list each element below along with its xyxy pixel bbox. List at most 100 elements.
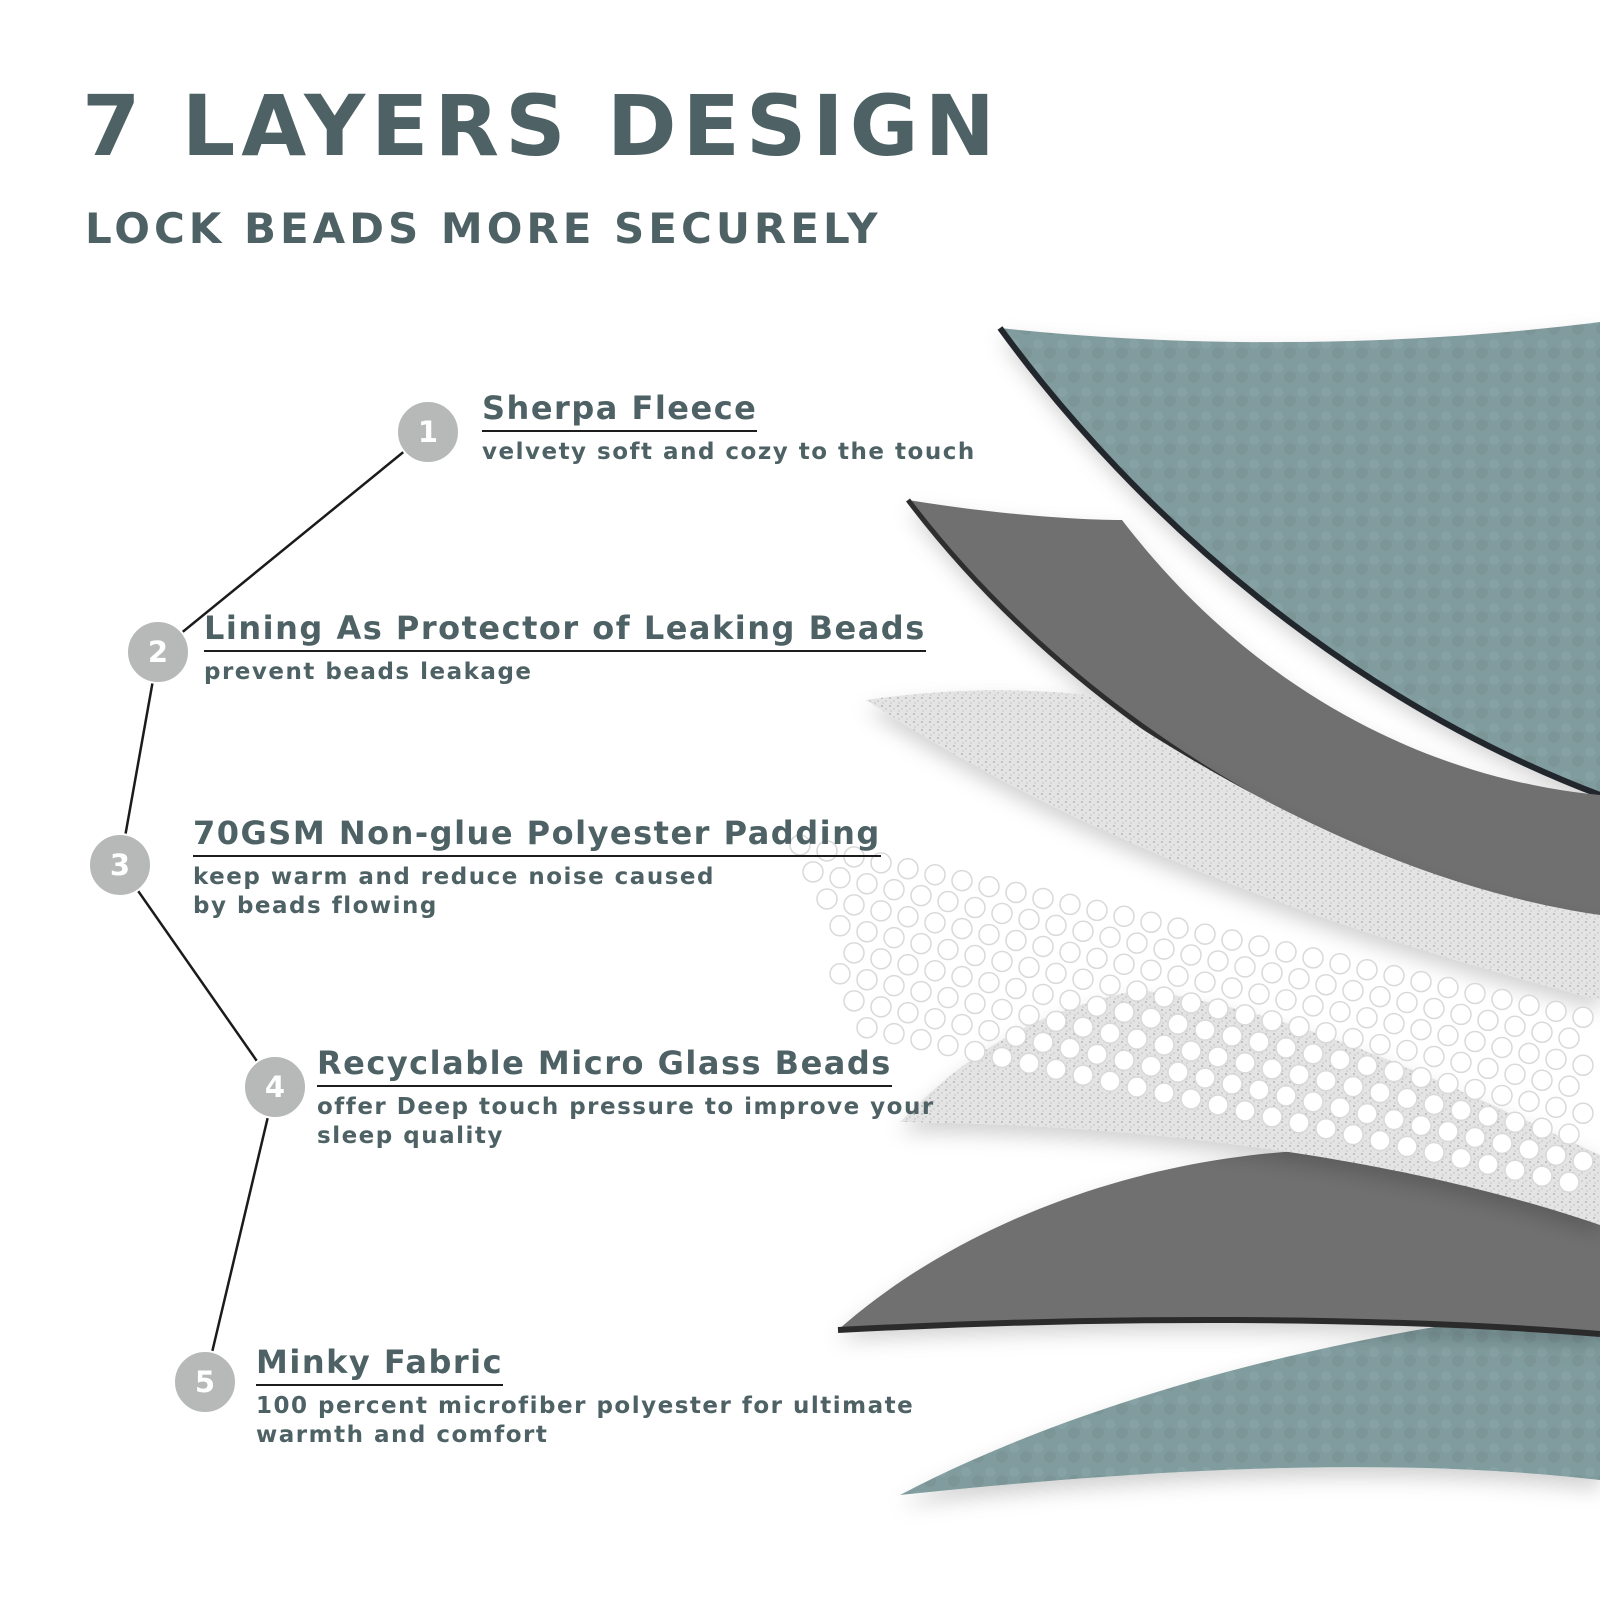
glass-bead (1383, 1060, 1405, 1083)
glass-bead (870, 900, 892, 922)
glass-bead (910, 1028, 932, 1051)
glass-bead (1221, 1073, 1243, 1095)
glass-bead (883, 878, 905, 901)
glass-bead (1059, 1037, 1081, 1060)
glass-bead (1356, 1054, 1378, 1077)
glass-bead (1531, 1069, 1553, 1091)
glass-bead (1140, 1055, 1162, 1077)
glass-bead (1086, 947, 1108, 970)
glass-bead (1099, 926, 1121, 948)
glass-bead (978, 971, 1000, 994)
glass-bead (1221, 929, 1243, 951)
feature-description: keep warm and reduce noise caused by bea… (193, 863, 715, 919)
glass-bead (1315, 973, 1337, 996)
glass-bead (1396, 1135, 1418, 1158)
glass-bead (1329, 1001, 1351, 1023)
glass-bead (1113, 1049, 1135, 1072)
glass-bead (883, 974, 905, 997)
glass-bead (951, 869, 973, 892)
feature-glass-beads: Recyclable Micro Glass Beads offer Deep … (317, 1045, 935, 1151)
glass-bead (1464, 1078, 1486, 1101)
glass-bead (1086, 899, 1108, 922)
glass-bead (964, 896, 986, 919)
glass-bead (1167, 965, 1189, 987)
glass-bead (1275, 1037, 1297, 1059)
feature-lining: Lining As Protector of Leaking Beads pre… (204, 610, 926, 687)
glass-bead (1572, 1054, 1594, 1077)
glass-bead (1018, 956, 1040, 979)
glass-bead (924, 1007, 946, 1030)
glass-bead (1113, 953, 1135, 976)
glass-bead (829, 915, 851, 937)
glass-bead (1180, 1040, 1202, 1062)
feature-title: Sherpa Fleece (482, 390, 758, 432)
glass-bead (937, 938, 959, 961)
glass-bead (897, 1002, 919, 1024)
glass-bead (937, 986, 959, 1009)
glass-bead (1180, 944, 1202, 966)
glass-bead (1099, 974, 1121, 996)
glass-bead (1410, 1018, 1432, 1041)
glass-bead (1180, 992, 1202, 1014)
glass-bead (1018, 1052, 1040, 1075)
glass-bead (1140, 959, 1162, 981)
glass-bead (1207, 1094, 1229, 1116)
glass-bead (1288, 1112, 1310, 1134)
glass-bead (1383, 1012, 1405, 1035)
glass-bead (1464, 1030, 1486, 1053)
glass-bead (991, 998, 1013, 1021)
feature-description: velvety soft and cozy to the touch (482, 438, 976, 465)
glass-bead (1248, 983, 1270, 1005)
feature-padding: 70GSM Non-glue Polyester Padding keep wa… (193, 815, 881, 921)
glass-beads-layer (789, 834, 1594, 1193)
glass-bead (1410, 1114, 1432, 1137)
glass-bead (856, 968, 878, 991)
glass-bead (843, 990, 865, 1012)
glass-bead (816, 888, 838, 910)
glass-bead (1059, 941, 1081, 964)
glass-bead (1437, 1072, 1459, 1095)
glass-bead (1369, 1081, 1391, 1104)
feature-title: Minky Fabric (256, 1344, 504, 1386)
glass-bead (1518, 1042, 1540, 1065)
glass-bead (1275, 1085, 1297, 1107)
glass-bead (1531, 1021, 1553, 1043)
glass-bead (1531, 1117, 1553, 1139)
glass-bead (1464, 1126, 1486, 1149)
glass-bead (1194, 923, 1216, 945)
glass-bead (1045, 962, 1067, 985)
glass-bead (1248, 1031, 1270, 1053)
glass-bead (1167, 1061, 1189, 1083)
glass-bead (1558, 1123, 1580, 1145)
glass-bead (1315, 1117, 1337, 1140)
glass-bead (1072, 920, 1094, 943)
glass-bead (1423, 1045, 1445, 1068)
glass-bead (1302, 995, 1324, 1017)
glass-bead (1450, 1051, 1472, 1074)
glass-bead (991, 950, 1013, 973)
glass-bead (1261, 1058, 1283, 1080)
glass-bead (1099, 1070, 1121, 1092)
glass-bead (951, 1013, 973, 1036)
glass-bead (1464, 982, 1486, 1005)
glass-bead (1045, 914, 1067, 937)
minky-fabric-layer (900, 1305, 1600, 1495)
glass-bead (1302, 1043, 1324, 1065)
glass-bead (1369, 1033, 1391, 1056)
glass-bead (1261, 962, 1283, 984)
glass-bead (1086, 1043, 1108, 1066)
page-subtitle: LOCK BEADS MORE SECURELY (85, 204, 882, 253)
glass-bead (1086, 995, 1108, 1018)
glass-bead (1383, 964, 1405, 987)
glass-bead (1167, 1013, 1189, 1035)
glass-bead (883, 926, 905, 949)
upper-padding-layer (866, 690, 1600, 1000)
glass-bead (1558, 1171, 1580, 1193)
glass-bead (843, 942, 865, 964)
glass-bead (1329, 953, 1351, 975)
glass-bead (897, 906, 919, 928)
glass-bead (1437, 1024, 1459, 1047)
page-title: 7 LAYERS DESIGN (82, 77, 1001, 175)
glass-bead (964, 992, 986, 1015)
